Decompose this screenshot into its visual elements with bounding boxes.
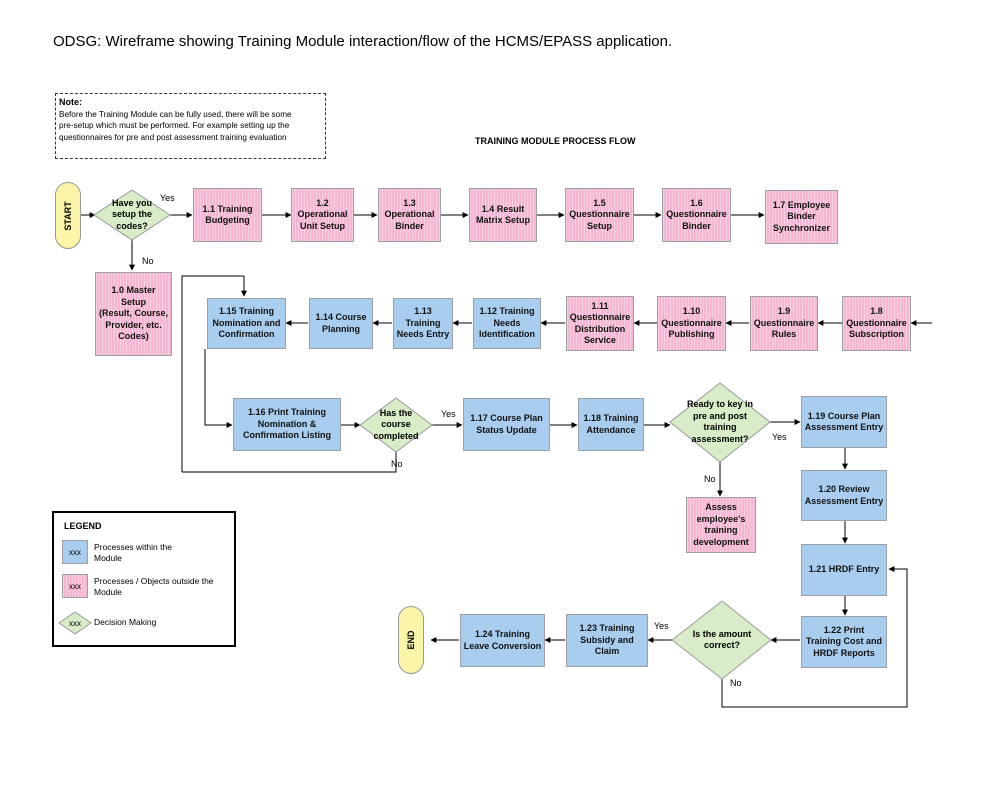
connector bbox=[182, 452, 397, 473]
connector bbox=[721, 566, 908, 708]
yes-label: Yes bbox=[654, 621, 669, 631]
no-label: No bbox=[730, 678, 742, 688]
decision-diamond bbox=[359, 397, 433, 453]
legend-title: LEGEND bbox=[64, 521, 102, 531]
note-heading: Note: bbox=[59, 97, 82, 107]
yes-label: Yes bbox=[441, 409, 456, 419]
decision-diamond bbox=[669, 382, 771, 463]
note-line: pre-setup which must be performed. For e… bbox=[59, 121, 290, 130]
decision-diamond bbox=[671, 600, 772, 680]
legend-swatch-external: xxx bbox=[62, 574, 88, 598]
process-1-21-hrdf-entry: 1.21 HRDF Entry bbox=[801, 544, 887, 596]
connector bbox=[204, 349, 233, 428]
end-label: END bbox=[406, 630, 416, 650]
yes-label: Yes bbox=[160, 193, 175, 203]
note-line: Before the Training Module can be fully … bbox=[59, 109, 292, 119]
legend-swatch-decision-text: xxx bbox=[69, 619, 81, 628]
no-label: No bbox=[142, 256, 154, 266]
end-terminal: END bbox=[398, 606, 424, 674]
no-label: No bbox=[704, 474, 716, 484]
flow-title: TRAINING MODULE PROCESS FLOW bbox=[475, 136, 636, 146]
legend-swatch-internal: xxx bbox=[62, 540, 88, 564]
start-label: START bbox=[63, 200, 73, 231]
legend-label-decision: Decision Making bbox=[94, 617, 157, 627]
start-terminal: START bbox=[55, 182, 81, 249]
note-box: Note: Before the Training Module can be … bbox=[55, 93, 326, 159]
decision-diamond bbox=[93, 189, 171, 241]
connector bbox=[181, 275, 244, 472]
yes-label: Yes bbox=[772, 432, 787, 442]
note-line: questionnaires for pre and post assessme… bbox=[59, 132, 287, 142]
no-label: No bbox=[391, 459, 403, 469]
page-title: ODSG: Wireframe showing Training Module … bbox=[53, 33, 673, 50]
legend-swatch-decision: xxx bbox=[58, 611, 92, 635]
